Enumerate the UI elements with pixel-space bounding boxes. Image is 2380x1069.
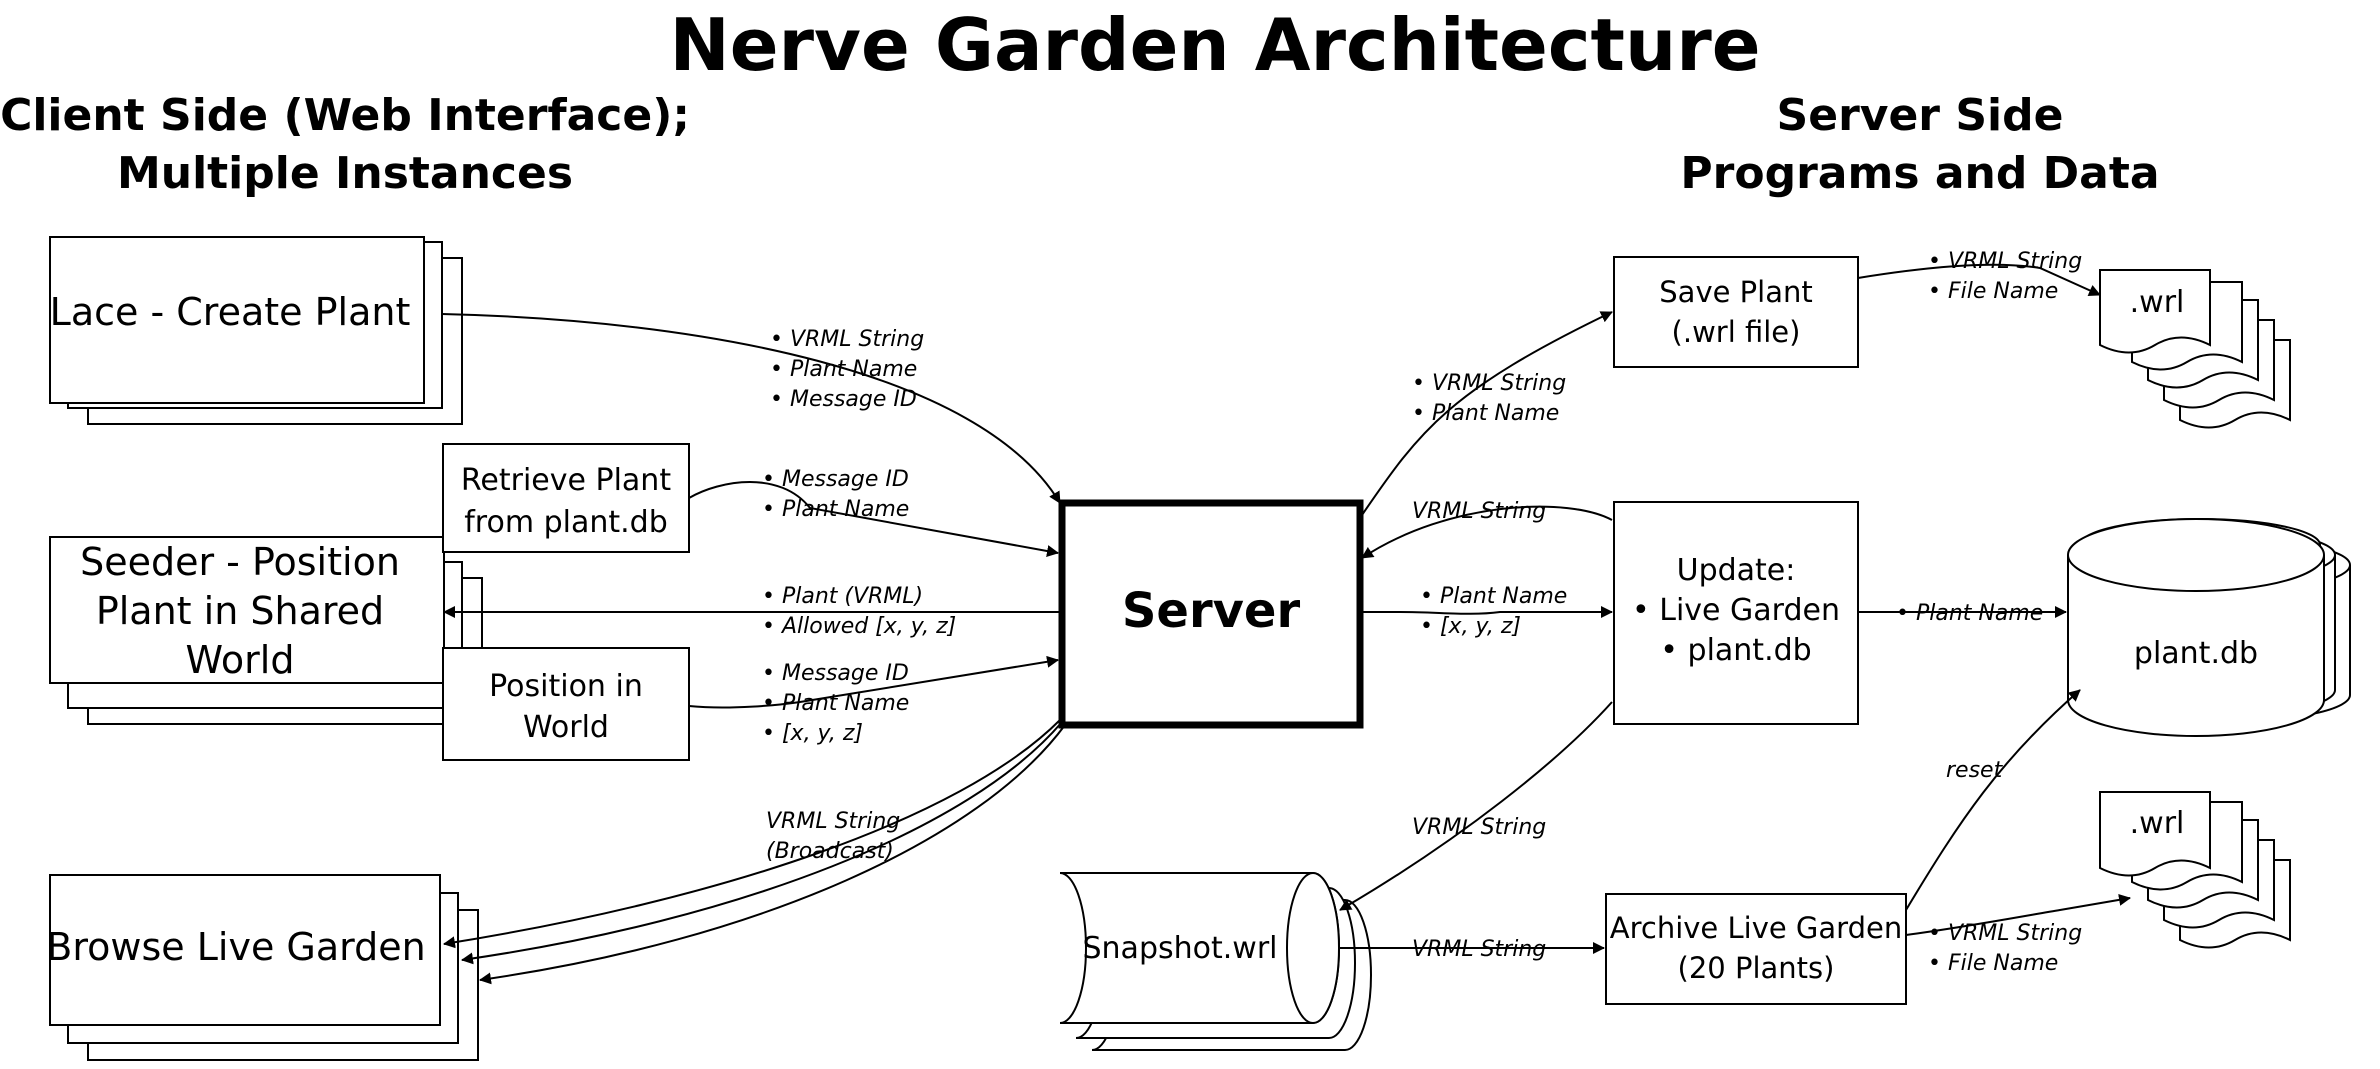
archive-to-wrl-label: • VRML String • File Name	[1928, 921, 2082, 976]
broadcast-label: VRML String (Broadcast)	[766, 809, 900, 864]
update-box: Update: • Live Garden • plant.db	[1613, 501, 1859, 725]
seeder-label-line1: Seeder - Position	[80, 540, 400, 584]
lace-out-label-line3: • Message ID	[770, 387, 917, 412]
to-save-label-line2: • Plant Name	[1412, 401, 1559, 426]
save-plant-box: Save Plant (.wrl file)	[1613, 256, 1859, 368]
to-save-label: • VRML String • Plant Name	[1412, 371, 1566, 426]
wrl-document-stack-bottom: .wrl	[2099, 791, 2291, 949]
archive-label-line1: Archive Live Garden	[1610, 911, 1902, 945]
snapshot-to-archive-label: VRML String	[1412, 937, 1546, 962]
retrieve-plant-box: Retrieve Plant from plant.db	[442, 443, 690, 553]
retrieve-label-line2: from plant.db	[464, 505, 668, 540]
lace-to-server-arrow	[441, 313, 1061, 504]
retrieve-out-label: • Message ID • Plant Name	[762, 467, 909, 522]
lace-out-label-line2: • Plant Name	[770, 357, 917, 382]
server-to-update-arrow	[1360, 606, 1613, 618]
plant-db-label: plant.db	[2134, 636, 2258, 671]
update-to-plantdb-label: • Plant Name	[1896, 601, 2043, 626]
to-save-label-line1: • VRML String	[1412, 371, 1566, 396]
position-out-label-line3: • [x, y, z]	[762, 721, 863, 746]
server-box: Server	[1058, 499, 1364, 729]
update-label-line3: • plant.db	[1660, 633, 1811, 668]
server-to-update-label-line1: • Plant Name	[1420, 584, 1567, 609]
seeder-in-label-line2: • Allowed [x, y, z]	[762, 614, 956, 639]
seeder-label-line3: World	[186, 638, 295, 682]
snapshot-wrl-cylinder: Snapshot.wrl	[1059, 872, 1372, 1051]
position-in-world-box: Position in World	[442, 647, 690, 761]
broadcast-label-line1: VRML String	[766, 809, 900, 834]
wrl-document-stack-top: .wrl	[2099, 269, 2291, 429]
retrieve-to-server-arrow	[688, 481, 1059, 557]
save-plant-label-line2: (.wrl file)	[1672, 315, 1801, 349]
plant-db-cylinder: plant.db	[2067, 518, 2351, 737]
server-to-update-label: • Plant Name • [x, y, z]	[1420, 584, 1567, 639]
server-to-save-arrow	[1361, 311, 1613, 516]
broadcast-arrow-2	[461, 721, 1063, 965]
position-out-label-line2: • Plant Name	[762, 691, 909, 716]
position-label-line2: World	[523, 710, 609, 745]
browse-live-garden-box: Browse Live Garden	[46, 874, 479, 1061]
archive-reset-arrow	[1905, 689, 2081, 911]
server-side-heading: Server Side	[1777, 90, 2064, 141]
broadcast-arrow-3	[479, 724, 1066, 985]
server-to-update-label-line2: • [x, y, z]	[1420, 614, 1521, 639]
server-label: Server	[1122, 583, 1301, 639]
seeder-in-label: • Plant (VRML) • Allowed [x, y, z]	[762, 584, 956, 639]
lace-label: Lace - Create Plant	[50, 290, 411, 334]
client-side-subheading: Multiple Instances	[117, 148, 573, 199]
archive-to-wrl-label-line1: • VRML String	[1928, 921, 2082, 946]
position-out-label: • Message ID • Plant Name • [x, y, z]	[762, 661, 909, 746]
update-to-server-arrow	[1361, 505, 1613, 559]
wrl-bottom-label: .wrl	[2130, 806, 2185, 841]
save-to-wrl-label: • VRML String • File Name	[1928, 249, 2082, 304]
broadcast-arrow-1	[443, 719, 1061, 949]
client-side-heading: Client Side (Web Interface);	[0, 90, 690, 141]
seeder-box: Seeder - Position Plant in Shared World	[49, 536, 483, 725]
archive-to-wrl-arrow	[1905, 893, 2131, 936]
server-side-subheading: Programs and Data	[1680, 148, 2159, 199]
archive-to-wrl-label-line2: • File Name	[1928, 951, 2058, 976]
reset-label: reset	[1946, 758, 2004, 783]
position-out-label-line1: • Message ID	[762, 661, 909, 686]
update-to-snapshot-arrow	[1339, 701, 1613, 911]
diagram-title: Nerve Garden Architecture	[669, 3, 1760, 87]
update-label-line1: Update:	[1677, 553, 1796, 588]
lace-out-label-line1: • VRML String	[770, 327, 924, 352]
wrl-top-label: .wrl	[2130, 285, 2185, 320]
broadcast-label-line2: (Broadcast)	[766, 839, 894, 864]
position-to-server-arrow	[688, 655, 1059, 709]
snapshot-label: Snapshot.wrl	[1083, 931, 1278, 966]
retrieve-out-label-line1: • Message ID	[762, 467, 909, 492]
save-to-wrl-label-line1: • VRML String	[1928, 249, 2082, 274]
archive-live-garden-box: Archive Live Garden (20 Plants)	[1605, 893, 1907, 1005]
save-to-wrl-label-line2: • File Name	[1928, 279, 2058, 304]
update-label-line2: • Live Garden	[1632, 593, 1840, 628]
retrieve-out-label-line2: • Plant Name	[762, 497, 909, 522]
update-to-snapshot-label: VRML String	[1412, 815, 1546, 840]
browse-label: Browse Live Garden	[46, 925, 425, 969]
seeder-label-line2: Plant in Shared	[96, 589, 384, 633]
save-to-wrl-arrow	[1857, 263, 2101, 296]
archive-label-line2: (20 Plants)	[1678, 951, 1835, 985]
lace-out-label: • VRML String • Plant Name • Message ID	[770, 327, 924, 412]
position-label-line1: Position in	[489, 669, 643, 704]
update-to-server-label: VRML String	[1412, 499, 1546, 524]
save-plant-label-line1: Save Plant	[1659, 275, 1812, 309]
retrieve-label-line1: Retrieve Plant	[461, 463, 671, 498]
lace-create-plant-box: Lace - Create Plant	[49, 236, 463, 425]
seeder-in-label-line1: • Plant (VRML)	[762, 584, 923, 609]
